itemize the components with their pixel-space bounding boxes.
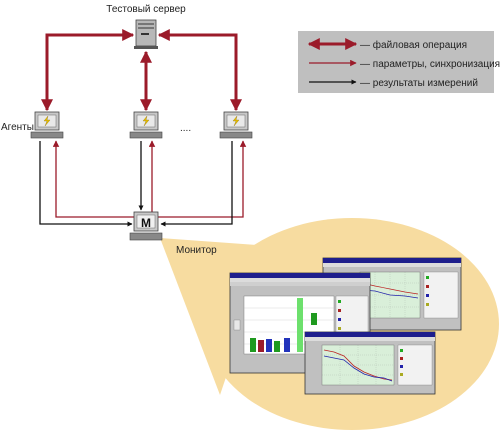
agents-label: Агенты — [1, 122, 34, 133]
lightning-icon — [232, 115, 240, 127]
legend-measurement-results: — результаты измерений — [360, 78, 478, 89]
monitor-letter: M — [141, 216, 151, 230]
window-line-chart-front — [304, 331, 436, 395]
monitor-computer-icon — [129, 211, 163, 241]
agent-computer-icon — [219, 111, 253, 139]
agent-computer-icon — [129, 111, 163, 139]
lightning-icon — [142, 115, 150, 127]
server-icon — [134, 19, 158, 49]
agent-computer-icon — [30, 111, 64, 139]
lightning-icon — [43, 115, 51, 127]
results-lines — [39, 141, 233, 227]
monitor-label: Монитор — [176, 245, 217, 256]
legend: — файловая операция — параметры, синхрон… — [298, 31, 500, 93]
legend-parameters-sync: — параметры, синхронизация — [360, 59, 500, 70]
server-label: Тестовый сервер — [106, 4, 186, 15]
legend-file-operation: — файловая операция — [360, 39, 467, 51]
ellipsis-label: .... — [180, 123, 191, 134]
sync-lines — [52, 140, 247, 218]
file-operation-lines — [41, 29, 242, 112]
